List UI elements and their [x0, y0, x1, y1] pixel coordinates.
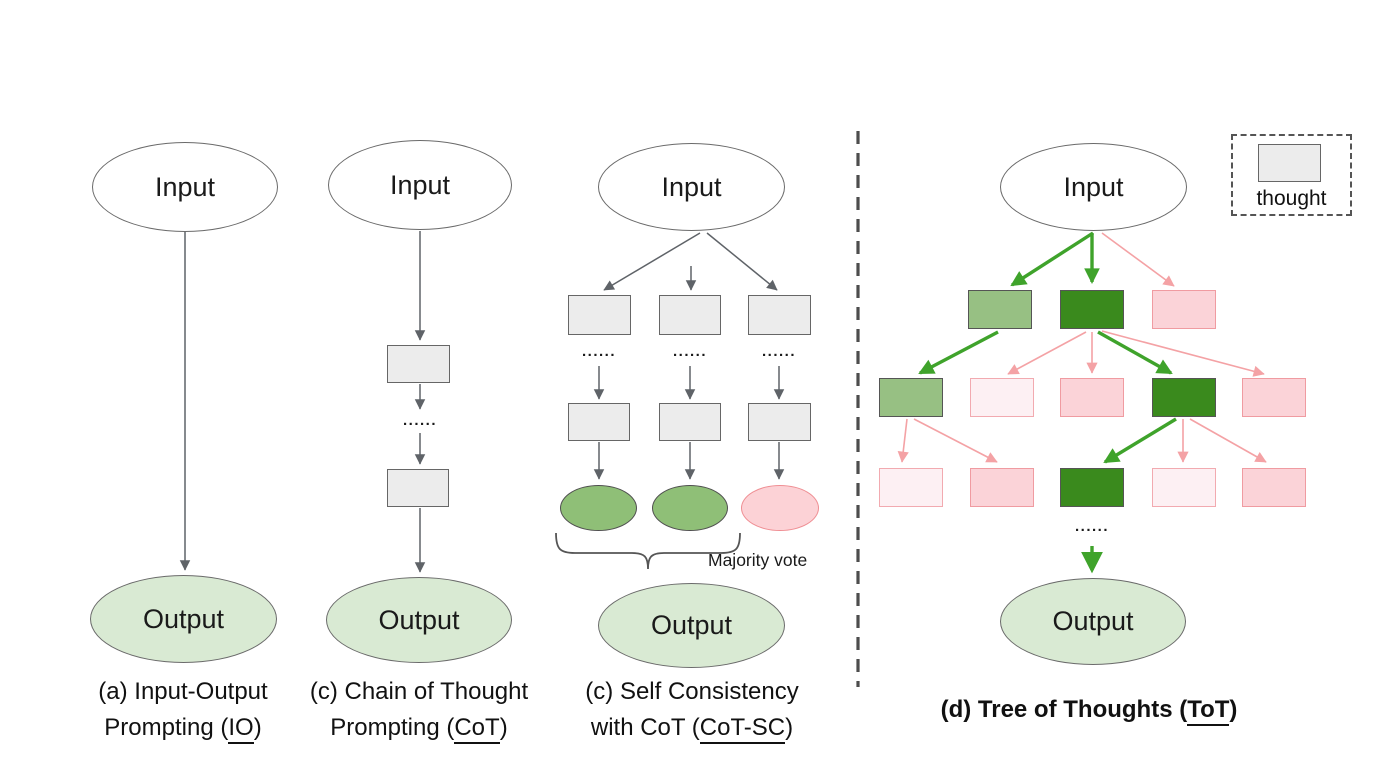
- cot-caption: (c) Chain of Thought Prompting (CoT): [290, 674, 548, 746]
- tot-pink-arrows: [897, 232, 1267, 463]
- thought-legend-box: [1231, 134, 1352, 216]
- tot-node-l2-pink-2: [1242, 378, 1306, 417]
- cotsc-caption-line2: with CoT (CoT-SC): [562, 710, 822, 746]
- tot-node-l2-pink-light-1: [970, 378, 1034, 417]
- majority-brace: [555, 532, 741, 570]
- cotsc-ellipsis-dots-3: ......: [761, 343, 796, 360]
- cot-thought-box-1: [387, 345, 450, 383]
- cotsc-thought-box-2a: [659, 295, 721, 335]
- cot-abbrev: CoT: [454, 714, 500, 744]
- thought-legend-label: thought: [1256, 187, 1327, 210]
- tot-ellipsis-dots: ......: [1074, 518, 1109, 535]
- cotsc-caption-line1: (c) Self Consistency: [585, 678, 799, 705]
- io-caption-line1: (a) Input-Output: [98, 678, 268, 705]
- io-abbrev: IO: [228, 714, 254, 744]
- cot-caption-line1: (c) Chain of Thought: [309, 678, 529, 705]
- tot-node-l2-green-mid: [879, 378, 943, 417]
- tot-node-l1-pink: [1152, 290, 1216, 329]
- tot-node-l2-pink: [1060, 378, 1124, 417]
- cotsc-abbrev: CoT-SC: [699, 714, 786, 744]
- tot-caption: (d) Tree of Thoughts (ToT): [908, 696, 1270, 726]
- tot-output-ellipse: Output: [1000, 578, 1186, 665]
- cot-input-ellipse: Input: [328, 140, 512, 230]
- cotsc-caption: (c) Self Consistency with CoT (CoT-SC): [562, 674, 822, 746]
- tot-node-l3-pink-light-2: [1152, 468, 1216, 507]
- cotsc-result-ellipse-pink: [741, 485, 819, 531]
- io-caption: (a) Input-Output Prompting (IO): [58, 674, 308, 746]
- tot-node-l2-green-dark: [1152, 378, 1216, 417]
- majority-vote-label: Majority vote: [708, 550, 808, 570]
- cot-ellipsis-dots: ......: [402, 412, 437, 429]
- cotsc-thought-box-3b: [748, 403, 811, 441]
- cotsc-ellipsis-dots-2: ......: [672, 343, 707, 360]
- tot-input-ellipse: Input: [1000, 143, 1187, 231]
- io-input-ellipse: Input: [92, 142, 278, 232]
- cotsc-arrows: [593, 232, 785, 480]
- tot-node-l3-green-dark: [1060, 468, 1124, 507]
- cotsc-thought-box-1b: [568, 403, 630, 441]
- tot-node-l3-pink-light-1: [879, 468, 943, 507]
- cotsc-thought-box-2b: [659, 403, 721, 441]
- tot-node-l1-green-dark: [1060, 290, 1124, 329]
- cotsc-result-ellipse-green-1: [560, 485, 637, 531]
- thought-legend-sample: [1258, 144, 1321, 182]
- cotsc-thought-box-1a: [568, 295, 631, 335]
- tot-green-arrows: [918, 231, 1177, 574]
- cotsc-input-ellipse: Input: [598, 143, 785, 231]
- cot-output-ellipse: Output: [326, 577, 512, 663]
- cotsc-ellipsis-dots-1: ......: [581, 343, 616, 360]
- io-output-ellipse: Output: [90, 575, 277, 663]
- io-caption-line2: Prompting (IO): [58, 710, 308, 746]
- tot-node-l3-pink-2: [1242, 468, 1306, 507]
- tot-node-l3-pink-1: [970, 468, 1034, 507]
- tot-node-l1-green-mid: [968, 290, 1032, 329]
- cot-caption-line2: Prompting (CoT): [290, 710, 548, 746]
- cotsc-thought-box-3a: [748, 295, 811, 335]
- tot-abbrev: ToT: [1187, 696, 1230, 726]
- cot-thought-box-2: [387, 469, 449, 507]
- cotsc-result-ellipse-green-2: [652, 485, 728, 531]
- cotsc-output-ellipse: Output: [598, 583, 785, 668]
